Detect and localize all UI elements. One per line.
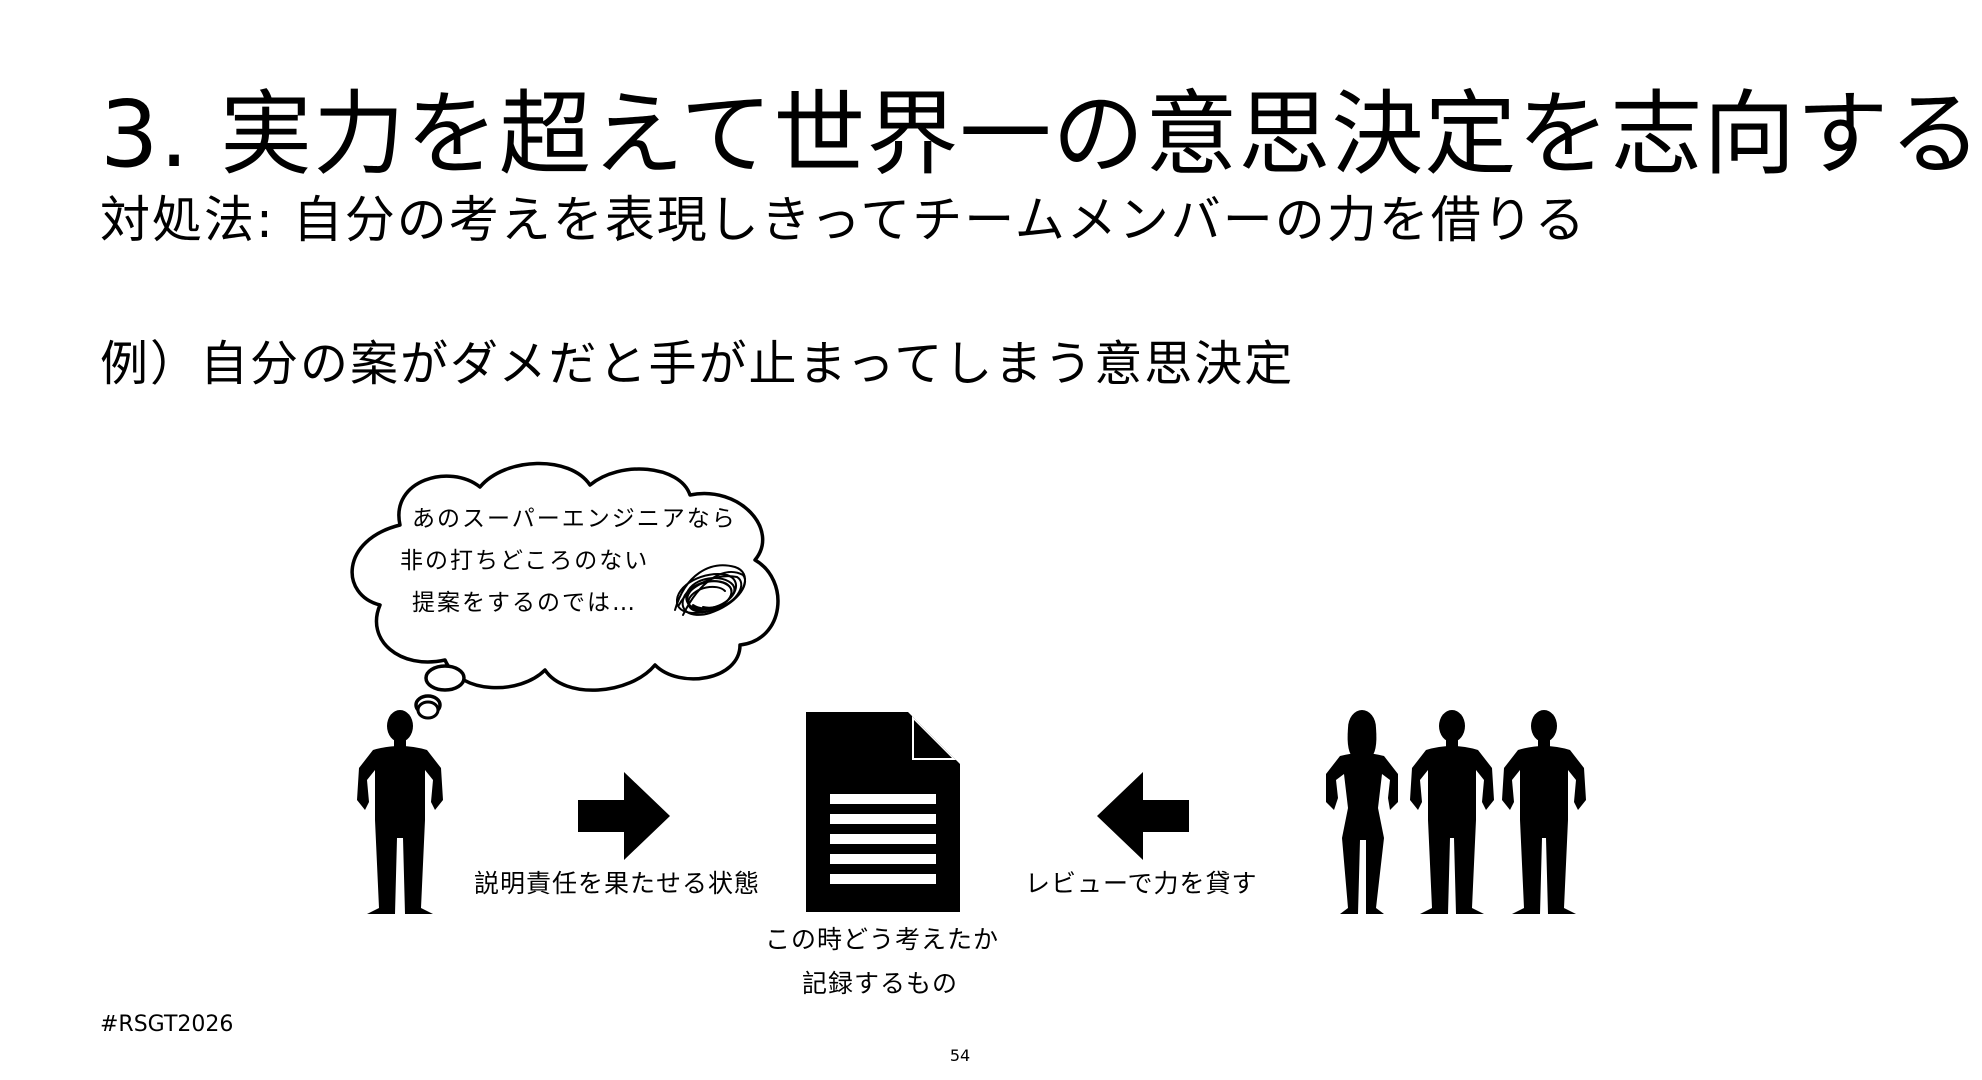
team-silhouette-icon: [1326, 710, 1586, 914]
page-number: 54: [949, 1046, 971, 1065]
thought-line-2: 非の打ちどころのない: [400, 548, 650, 574]
document-caption-line1: この時どう考えたか: [765, 925, 1000, 954]
arrow-left-icon: [1097, 772, 1189, 860]
slide-title: 3. 実力を超えて世界一の意思決定を志向する: [100, 81, 1982, 188]
right-caption: レビューで力を貸す: [1025, 869, 1258, 898]
scribble-icon: [674, 564, 746, 616]
thought-line-1: あのスーパーエンジニアなら: [412, 506, 737, 532]
thought-bubble-small-icon: [416, 700, 440, 720]
thought-bubble-icon: [350, 461, 780, 716]
example-text: 例）自分の案がダメだと手が止まってしまう意思決定: [100, 336, 1295, 392]
left-caption: 説明責任を果たせる状態: [474, 869, 761, 898]
arrow-right-icon: [578, 772, 670, 860]
document-icon: [806, 712, 960, 912]
thought-line-3: 提案をするのでは…: [412, 590, 637, 616]
person-silhouette-icon: [357, 710, 443, 914]
hashtag: #RSGT2026: [100, 1012, 234, 1037]
slide-subtitle: 対処法: 自分の考えを表現しきってチームメンバーの力を借りる: [100, 191, 1587, 249]
document-caption-line2: 記録するもの: [802, 969, 959, 998]
